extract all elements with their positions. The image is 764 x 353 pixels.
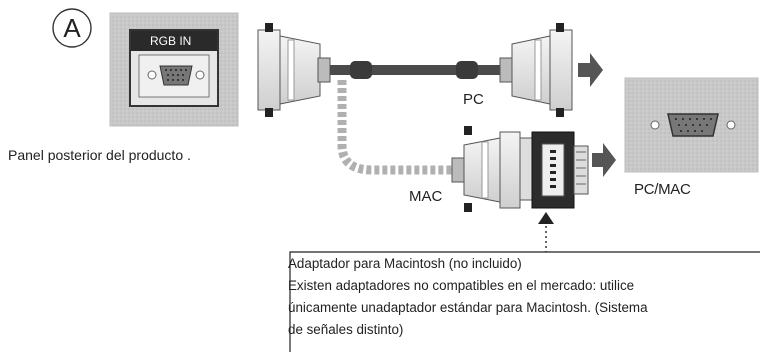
note-line: únicamente unadaptador estándar para Mac…: [288, 300, 648, 315]
marker-circle: [52, 8, 92, 48]
arrow-mac: [592, 143, 616, 177]
marker-letter: A: [63, 13, 81, 43]
arrow-pc: [578, 53, 603, 87]
adapter-pointer-arrow: [538, 212, 554, 224]
mac-adapter: [519, 131, 589, 209]
screw-left: [147, 70, 157, 80]
note-bracket: [289, 251, 760, 352]
target-panel-label: PC/MAC: [634, 181, 691, 198]
rgb-in-label: RGB IN: [150, 34, 192, 48]
rgb-in-header: [131, 31, 217, 51]
left-vga-connector: [257, 23, 331, 117]
target-panel: [624, 77, 759, 173]
mac-cable: [337, 80, 455, 175]
note-line: Existen adaptadores no compatibles en el…: [288, 278, 635, 293]
vga-port: [159, 65, 193, 86]
source-panel: [109, 12, 239, 127]
target-screw-right: [726, 120, 736, 130]
target-screw-left: [650, 120, 660, 130]
note-line: de señales distinto): [288, 322, 404, 337]
panel-caption: Panel posterior del producto .: [8, 147, 191, 163]
mac-vga-connector: [451, 126, 521, 212]
adapter-note: Adaptador para Macintosh (no incluido) E…: [288, 253, 758, 341]
screw-right: [195, 70, 205, 80]
pc-cable-label: PC: [463, 91, 484, 108]
right-vga-connector: [499, 23, 573, 117]
pc-cable: [330, 61, 505, 79]
note-line: Adaptador para Macintosh (no incluido): [288, 256, 522, 271]
mac-cable-label: MAC: [409, 188, 443, 205]
